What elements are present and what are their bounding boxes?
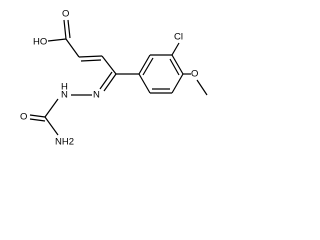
benzene-ring — [116, 54, 184, 94]
bond-ring-cl — [171, 42, 180, 56]
atom-chlorine-label: Cl — [174, 32, 183, 43]
atom-hydroxyl-label: HO — [33, 37, 47, 48]
atom-amine-label: NH2 — [55, 137, 74, 148]
bond-c1-o-double-b — [67, 19, 71, 39]
ring-bond-4 — [171, 73, 184, 94]
bond-c2-c3-b — [80, 59, 102, 62]
bond-c1-o-double-a — [63, 19, 67, 40]
bond-o-ch3 — [196, 79, 208, 96]
atom-urea-oxygen-label: O — [20, 112, 27, 123]
ring-bond-3-inner — [169, 58, 180, 76]
atom-hydrazone-n-label: N — [93, 90, 100, 101]
alkene-chain — [78, 55, 117, 75]
bond-c1-c2 — [65, 38, 80, 58]
bond-c2-c3-a — [78, 55, 103, 58]
bond-c3-c4 — [101, 55, 117, 75]
ring-bond-3 — [171, 54, 184, 75]
atom-methoxy-oxygen-label: O — [191, 69, 198, 80]
bond-c4-n-double-a — [103, 73, 117, 92]
atom-hydrazone-nh-label: N — [61, 90, 68, 101]
carboxylic-acid-group — [47, 19, 80, 58]
substituents — [171, 42, 208, 96]
atom-carbonyl-oxygen-label: O — [62, 9, 69, 20]
bond-c-nh2 — [44, 116, 59, 136]
bond-c-o-double-a — [29, 114, 46, 118]
bond-nh-c — [44, 98, 59, 118]
ring-bond-6 — [138, 73, 151, 94]
bond-c-o-double-b — [29, 118, 46, 122]
ring-bond-1-inner — [142, 57, 154, 76]
atom-hydrazone-h-label: H — [61, 82, 68, 93]
bond-c4-n-double-b — [99, 71, 113, 90]
ring-bond-1 — [138, 54, 151, 75]
bond-c1-oh — [47, 38, 67, 42]
chemical-structure-diagram: HO O Cl O N N H O NH2 — [20, 9, 208, 148]
urea-group — [29, 114, 59, 136]
hydrazone-group — [44, 71, 117, 118]
